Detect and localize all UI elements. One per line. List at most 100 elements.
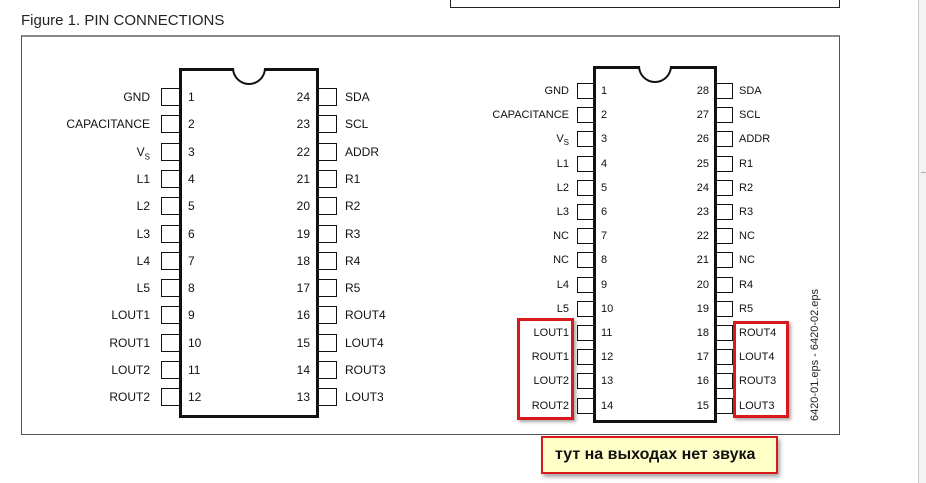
pin-label: L5 xyxy=(556,302,569,315)
pin-stub xyxy=(716,155,733,172)
pin-stub xyxy=(161,142,180,161)
pin-number: 14 xyxy=(601,399,614,412)
pin-number: 6 xyxy=(188,226,195,241)
pin-label: L2 xyxy=(556,181,569,194)
figure-frame xyxy=(21,35,840,435)
pin-label: NC xyxy=(553,254,569,267)
pin-stub xyxy=(716,83,733,99)
pin-label: NC xyxy=(739,230,755,243)
pin-number: 11 xyxy=(601,327,613,339)
highlight-right-outputs xyxy=(733,321,789,418)
pin-stub xyxy=(716,228,733,245)
pin-number: 3 xyxy=(188,144,195,159)
pin-label: ROUT3 xyxy=(345,363,386,377)
pin-label: R3 xyxy=(345,226,361,241)
pin-number: 28 xyxy=(696,85,709,97)
pin-stub xyxy=(577,204,594,220)
pin-label: LOUT2 xyxy=(533,375,569,388)
pin-number: 9 xyxy=(601,278,608,291)
pin-stub xyxy=(161,197,180,216)
pin-label: R4 xyxy=(739,278,754,291)
pin-number: 6 xyxy=(601,206,608,218)
pin-stub xyxy=(161,333,180,352)
pin-stub xyxy=(577,373,594,390)
pin-label: L4 xyxy=(136,253,150,268)
pin-label: CAPACITANCE xyxy=(492,109,569,122)
pin-stub xyxy=(577,131,594,148)
pin-number: 18 xyxy=(696,327,709,339)
pin-label: R3 xyxy=(739,206,754,218)
pin-number: 23 xyxy=(696,206,709,218)
pin-stub xyxy=(318,224,337,243)
pin-stub xyxy=(716,131,733,148)
pin-label: LOUT2 xyxy=(111,363,150,377)
pin-stub xyxy=(161,251,180,270)
pin-label: L1 xyxy=(136,171,150,186)
pin-number: 3 xyxy=(601,133,608,146)
pin-number: 24 xyxy=(696,181,709,194)
annotation-note: тут на выходах нет звука xyxy=(541,436,778,474)
pin-stub xyxy=(161,115,180,134)
pin-stub xyxy=(577,228,594,245)
pin-label: R1 xyxy=(345,171,361,186)
pin-number: 22 xyxy=(696,230,709,243)
pin-number: 19 xyxy=(696,302,709,315)
pin-stub xyxy=(161,388,180,407)
pin-number: 10 xyxy=(601,302,614,315)
pin-label: R5 xyxy=(739,302,754,315)
side-panel xyxy=(918,0,926,483)
pin-number: 13 xyxy=(296,390,310,405)
pin-stub xyxy=(577,325,594,341)
pin-label: GND xyxy=(544,85,569,97)
pin-stub xyxy=(577,179,594,196)
pin-number: 1 xyxy=(601,85,608,97)
pin-number: 26 xyxy=(696,133,709,146)
pin-stub xyxy=(716,107,733,124)
pin-stub xyxy=(716,179,733,196)
pin-stub xyxy=(318,142,337,161)
pin-label: L5 xyxy=(136,281,150,296)
pin-number: 21 xyxy=(696,254,709,267)
pin-stub xyxy=(716,276,733,293)
pin-stub xyxy=(161,224,180,243)
pin-stub xyxy=(716,252,733,269)
pin-number: 9 xyxy=(188,308,195,323)
pin-stub xyxy=(318,388,337,407)
pin-stub xyxy=(716,204,733,220)
pin-number: 5 xyxy=(601,181,608,194)
pin-number: 13 xyxy=(601,375,614,388)
pin-stub xyxy=(318,251,337,270)
pin-label: GND xyxy=(123,90,150,104)
pin-number: 1 xyxy=(188,90,195,104)
pin-label: LOUT1 xyxy=(111,308,150,323)
pin-number: 12 xyxy=(188,390,202,405)
pin-label: LOUT4 xyxy=(739,351,775,364)
top-box xyxy=(450,0,840,8)
chip-notch xyxy=(232,68,266,85)
pin-number: 20 xyxy=(296,199,310,214)
pin-label: LOUT3 xyxy=(345,390,384,405)
highlight-left-outputs xyxy=(517,318,574,420)
pin-number: 25 xyxy=(696,157,709,170)
chip-body xyxy=(593,66,717,423)
pin-label: ADDR xyxy=(739,133,771,146)
pin-stub xyxy=(161,279,180,298)
pin-number: 7 xyxy=(601,230,608,243)
pin-label: SDA xyxy=(345,90,370,104)
pin-stub xyxy=(318,279,337,298)
pin-label: ROUT1 xyxy=(531,351,569,364)
pin-stub xyxy=(577,252,594,269)
pin-number: 10 xyxy=(188,335,202,350)
pin-label: SCL xyxy=(345,117,369,132)
pin-stub xyxy=(318,197,337,216)
pin-stub xyxy=(161,169,180,188)
pin-number: 4 xyxy=(601,157,608,170)
pin-number: 21 xyxy=(296,171,310,186)
pin-number: 4 xyxy=(188,171,195,186)
pin-number: 18 xyxy=(296,253,310,268)
pin-label: ROUT2 xyxy=(531,399,569,412)
pin-stub xyxy=(318,88,337,106)
pin-number: 8 xyxy=(601,254,608,267)
pin-label: NC xyxy=(553,230,569,243)
pin-label: R2 xyxy=(739,181,754,194)
